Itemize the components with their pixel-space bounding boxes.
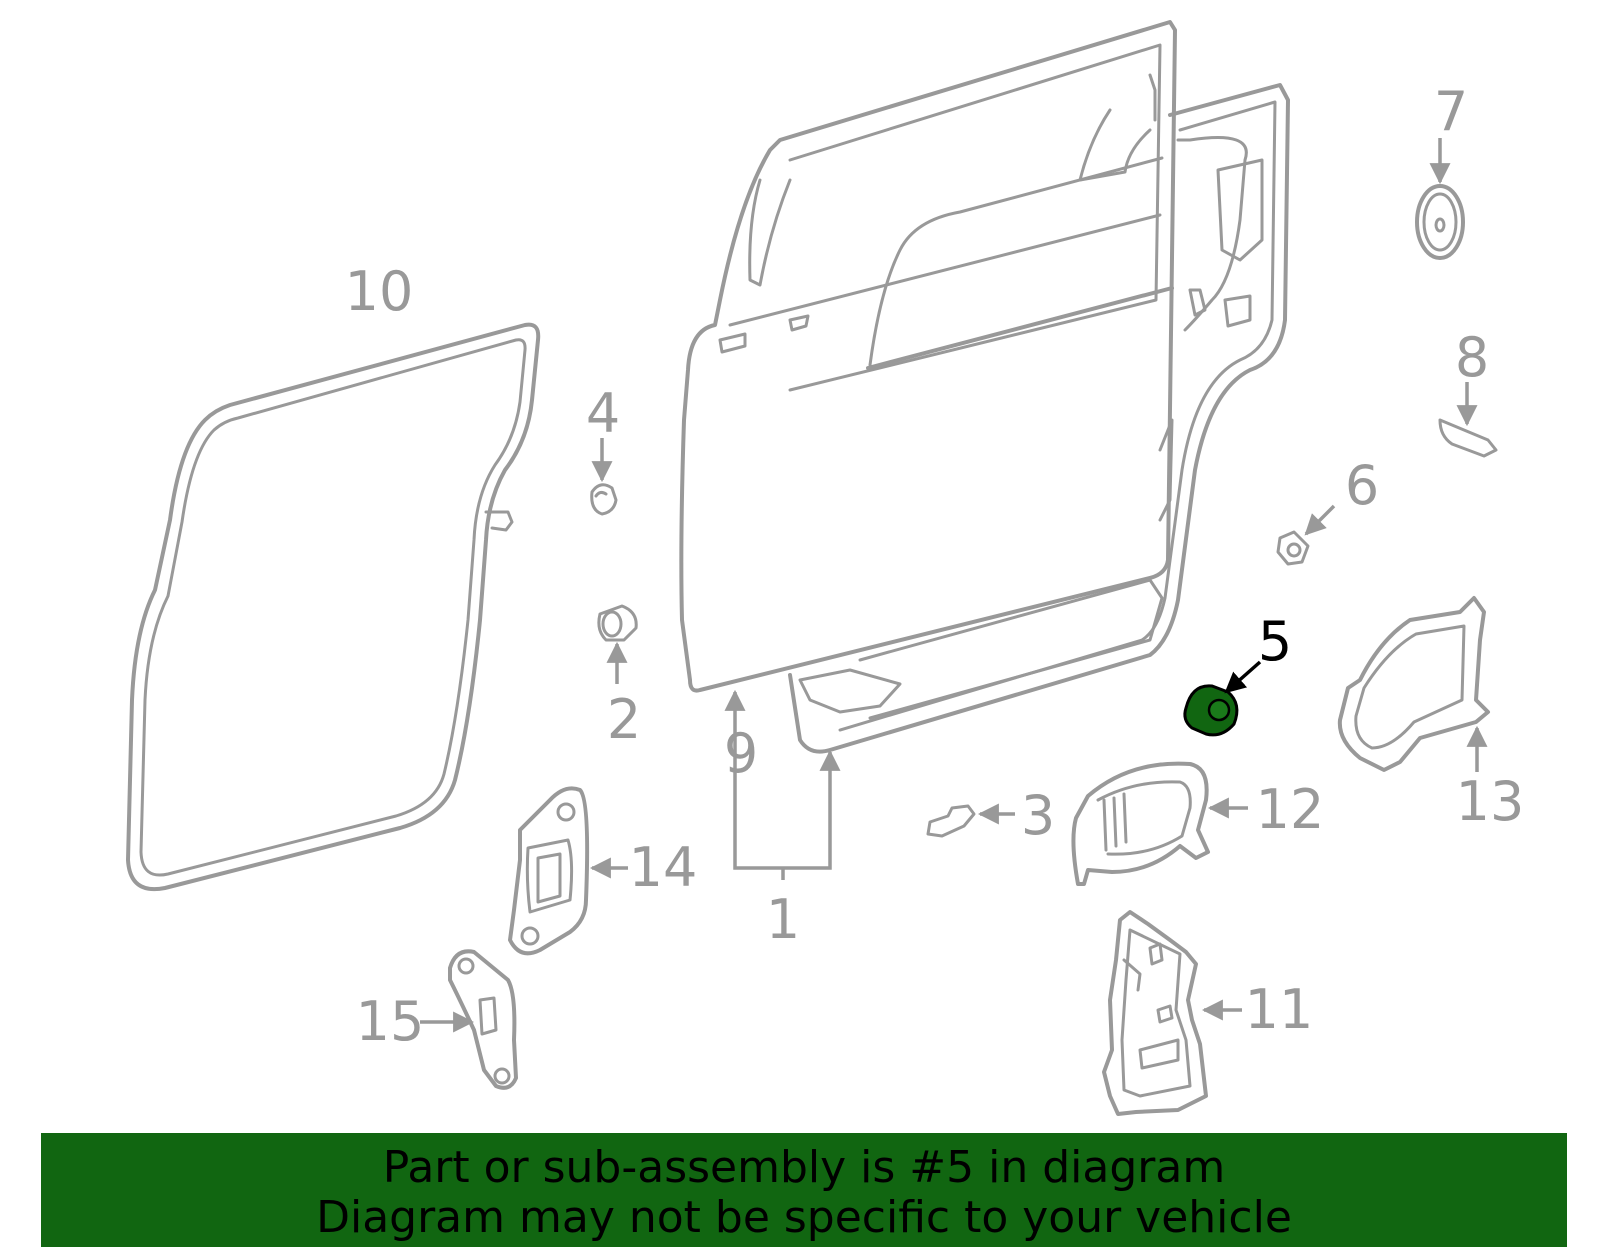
callout-3: 3 [1021, 784, 1055, 847]
part-13-cover [1337, 596, 1490, 772]
part-10-weatherstrip [126, 322, 541, 892]
callout-5: 5 [1258, 610, 1292, 673]
banner-line-2: Diagram may not be specific to your vehi… [316, 1192, 1292, 1243]
part-14-striker [508, 786, 628, 956]
callout-14: 14 [629, 836, 698, 899]
part-9-door-panel [679, 20, 1177, 693]
callout-2: 2 [607, 688, 641, 751]
callout-9: 9 [724, 722, 758, 785]
callout-8: 8 [1455, 326, 1489, 389]
part-12-handle [1071, 761, 1248, 886]
leader-1-9 [724, 689, 841, 880]
callout-10: 10 [345, 260, 414, 323]
callout-13: 13 [1456, 770, 1525, 833]
callout-11: 11 [1245, 978, 1314, 1041]
part-3-bracket [926, 803, 1015, 838]
part-8-cover [1438, 382, 1498, 458]
part-2-bumper [597, 604, 638, 684]
callout-15: 15 [356, 990, 425, 1053]
callout-7: 7 [1434, 80, 1468, 143]
part-4-clip [590, 438, 618, 516]
part-11-lock [1102, 910, 1242, 1116]
callout-6: 6 [1345, 454, 1379, 517]
callout-1: 1 [766, 888, 800, 951]
part-15-hinge [420, 949, 518, 1090]
part-5-highlighted [1183, 660, 1262, 737]
part-7-plug [1415, 138, 1465, 260]
part-1-door-shell [788, 83, 1290, 754]
callout-12: 12 [1256, 778, 1325, 841]
banner-line-1: Part or sub-assembly is #5 in diagram [382, 1142, 1226, 1193]
part-6-bolt [1276, 504, 1336, 566]
callout-4: 4 [586, 382, 620, 445]
info-banner: Part or sub-assembly is #5 in diagram Di… [41, 1133, 1567, 1247]
